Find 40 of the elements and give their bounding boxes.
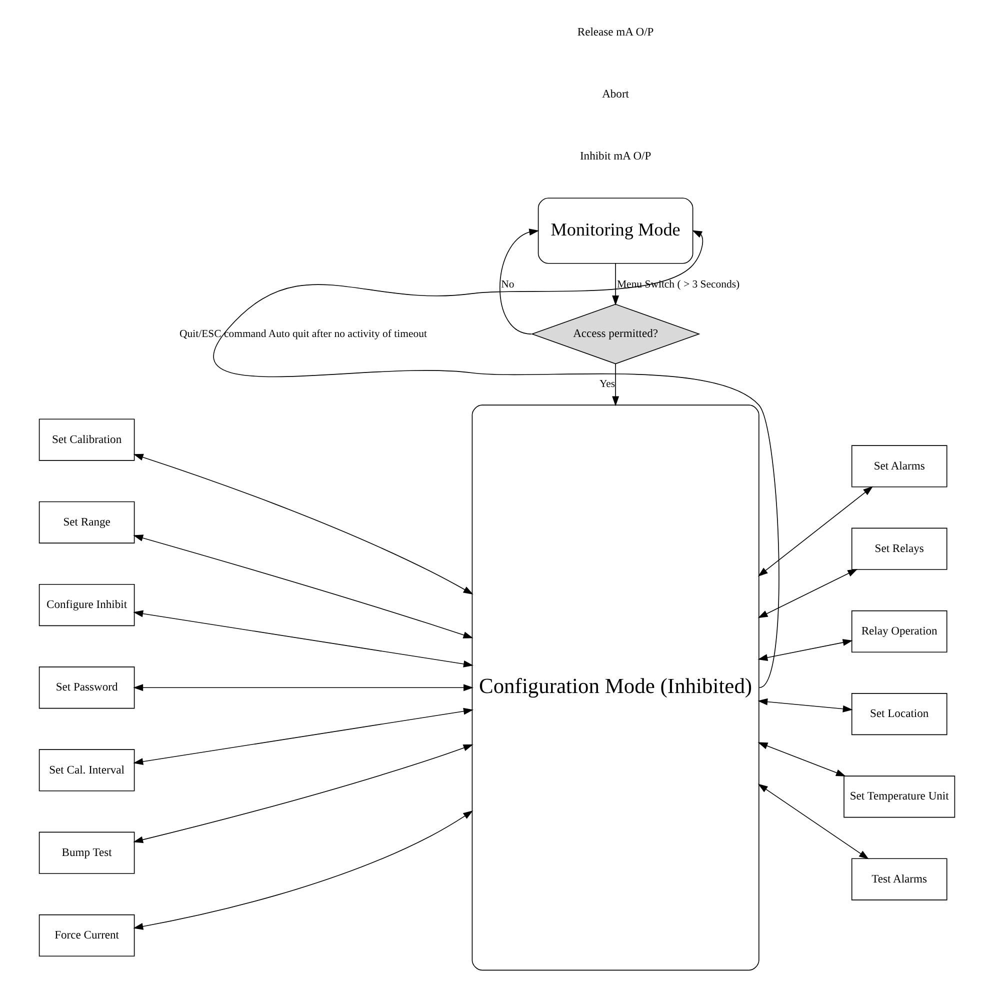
arrow	[132, 708, 473, 765]
edge-label: Menu Switch ( > 3 Seconds)	[616, 278, 740, 290]
arrow	[757, 568, 858, 618]
arrow	[757, 698, 852, 712]
edge-label: No	[500, 278, 514, 290]
node-box: Set Location	[850, 693, 947, 736]
arrow	[132, 534, 473, 638]
node-box: Relay Operation	[850, 610, 947, 653]
label: Inhibit mA O/P	[579, 149, 651, 162]
node-box: Configuration Mode (Inhibited)	[471, 404, 759, 971]
arrow	[757, 639, 852, 661]
arrow	[212, 230, 779, 688]
arrow	[757, 742, 846, 776]
arrow	[612, 363, 619, 406]
node-box: Set Alarms	[850, 445, 947, 488]
edge-label: Yes	[598, 378, 615, 390]
arrow	[757, 784, 868, 860]
node-box: Set Temperature Unit	[843, 776, 955, 818]
label: Abort	[602, 88, 629, 100]
node-box: Set Cal. Interval	[38, 749, 134, 792]
node-diamond: Access permitted?	[530, 304, 700, 364]
node-box: Configure Inhibit	[38, 584, 134, 626]
node-box: Set Password	[38, 666, 134, 709]
edge-label: Quit/ESC command Auto quit after no activity of timeout	[179, 328, 426, 340]
arrow	[132, 610, 473, 668]
node-box: Monitoring Mode	[537, 198, 693, 264]
arrow	[132, 684, 473, 692]
arrow	[132, 810, 473, 930]
node-box: Set Calibration	[38, 418, 134, 461]
arrow	[499, 228, 539, 334]
node-box: Set Range	[38, 501, 134, 544]
node-box: Bump Test	[38, 832, 134, 874]
arrow	[757, 486, 873, 577]
arrow	[132, 744, 473, 844]
node-box: Force Current	[38, 914, 134, 957]
label: Release mA O/P	[576, 26, 654, 39]
node-box: Test Alarms	[850, 858, 947, 900]
node-box: Set Relays	[850, 528, 947, 570]
arrow	[132, 454, 473, 594]
arrow	[612, 263, 619, 306]
